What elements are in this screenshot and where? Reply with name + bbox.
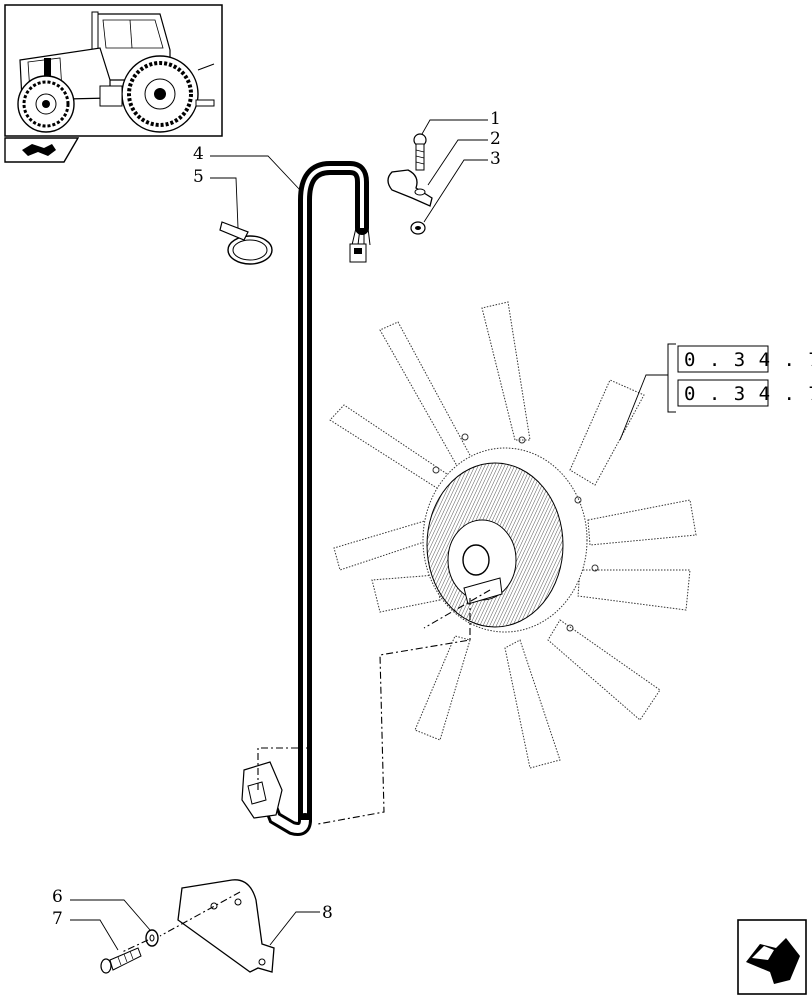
cross-references: 0 . 3 4 . 7 0 . 3 4 . 7 / bbox=[667, 343, 812, 413]
fan-blades bbox=[329, 301, 697, 769]
catalogue-arrow-icon[interactable] bbox=[4, 137, 80, 163]
mounting-bracket[interactable] bbox=[177, 879, 275, 973]
callout-3: 3 bbox=[490, 149, 501, 169]
wiring-harness[interactable] bbox=[241, 161, 371, 836]
reference-text-1: 0 . 3 4 . 7 bbox=[684, 349, 812, 371]
bolt-part[interactable] bbox=[100, 947, 142, 974]
callout-1: 1 bbox=[490, 109, 501, 129]
next-page-button[interactable] bbox=[737, 919, 807, 995]
callout-7: 7 bbox=[52, 909, 63, 929]
screw-part[interactable] bbox=[413, 133, 427, 171]
washer-part[interactable] bbox=[145, 929, 159, 947]
cable-tie-strap[interactable] bbox=[219, 221, 273, 265]
reference-link-1[interactable]: 0 . 3 4 . 7 bbox=[677, 345, 812, 373]
callout-2: 2 bbox=[490, 129, 501, 149]
tractor-icon bbox=[17, 11, 215, 133]
callout-8: 8 bbox=[322, 903, 333, 923]
clamp-part[interactable] bbox=[387, 169, 433, 207]
alignment-lines bbox=[121, 589, 491, 953]
callout-6: 6 bbox=[52, 887, 63, 907]
callout-4: 4 bbox=[193, 144, 204, 164]
tractor-thumbnail[interactable] bbox=[4, 4, 223, 137]
nut-part[interactable] bbox=[410, 221, 426, 235]
viscous-coupling bbox=[426, 462, 564, 628]
callout-5: 5 bbox=[193, 167, 204, 187]
next-page-arrow-icon bbox=[746, 938, 800, 984]
cooling-fan bbox=[329, 301, 697, 769]
leader-lines bbox=[70, 119, 668, 951]
reference-text-2: 0 . 3 4 . 7 / bbox=[684, 383, 812, 405]
reference-link-2[interactable]: 0 . 3 4 . 7 / bbox=[677, 379, 812, 407]
